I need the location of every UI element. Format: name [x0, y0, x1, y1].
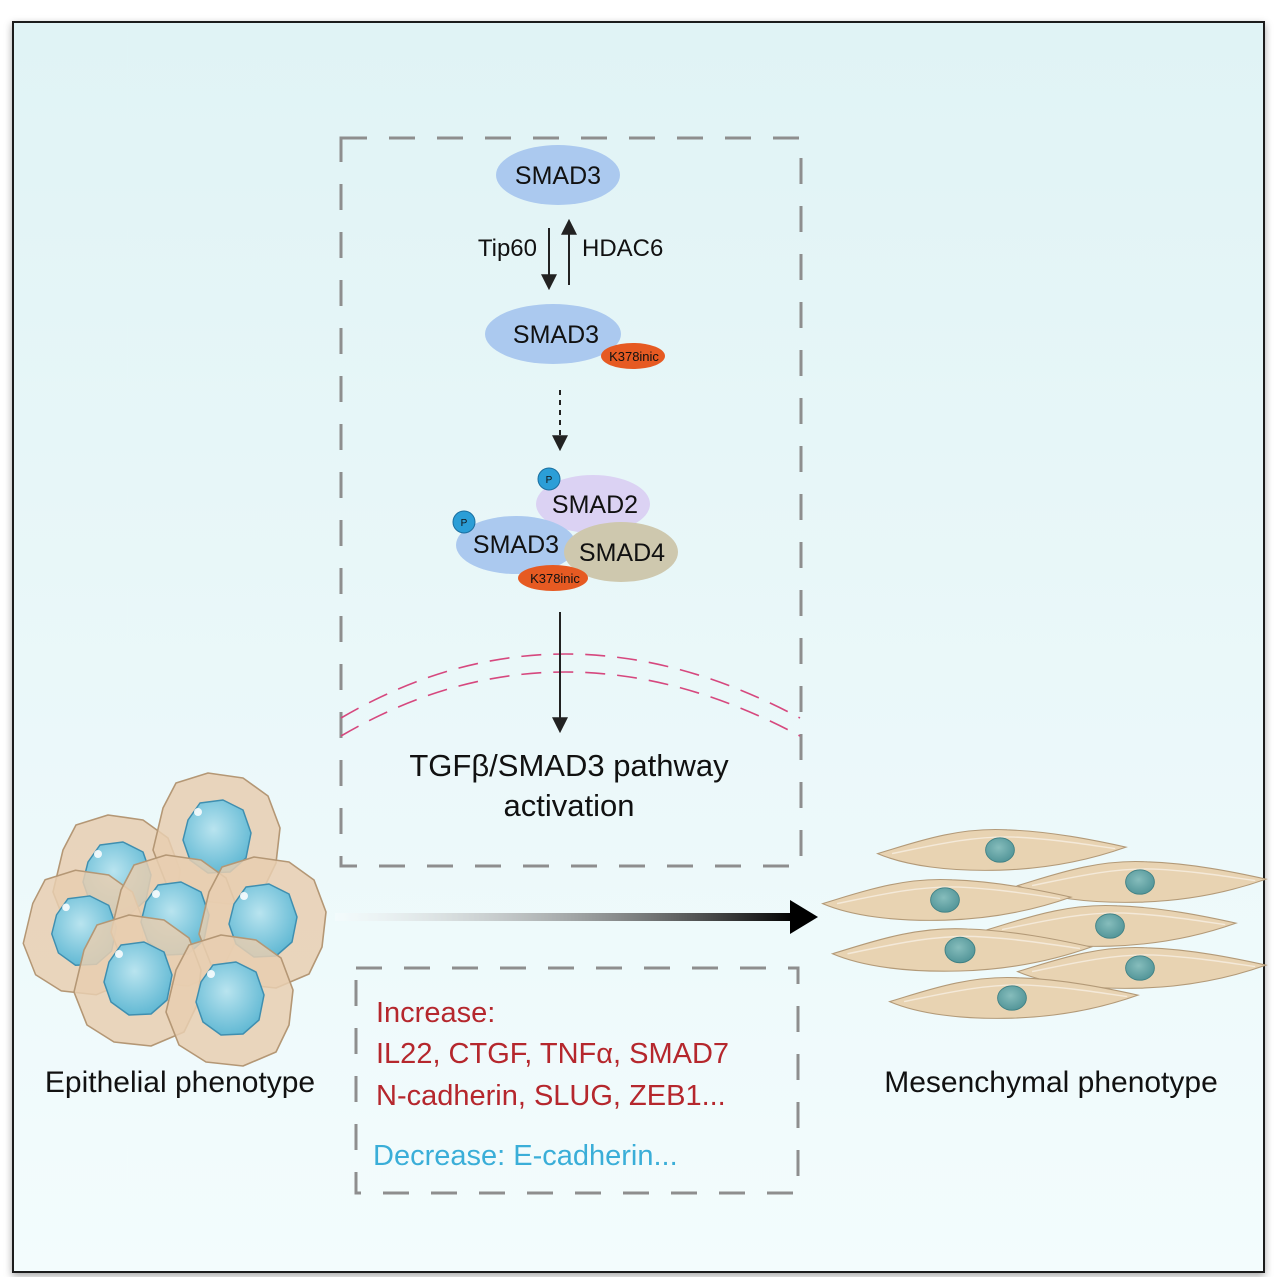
phospho-marker-smad2 — [537, 467, 561, 491]
smad3-acetylated-label: SMAD3 — [513, 321, 599, 349]
increase-markers-line2: N-cadherin, SLUG, ZEB1... — [376, 1080, 726, 1112]
mesenchymal-phenotype-label: Mesenchymal phenotype — [884, 1066, 1218, 1099]
emt-transition-arrowhead — [790, 900, 818, 934]
emt-transition-arrow-shaft — [335, 913, 795, 921]
phospho-label-smad2: P — [546, 475, 553, 486]
k378-modification-tag — [601, 343, 665, 369]
smad3-acetylated-protein — [485, 304, 621, 364]
pathway-dashed-box — [339, 136, 803, 868]
hdac6-label: HDAC6 — [582, 235, 663, 262]
smad3-complex-protein — [456, 516, 576, 574]
phospho-label-smad3: P — [461, 518, 468, 529]
k378-modification-label: K378inic — [609, 349, 659, 364]
smad2-label: SMAD2 — [552, 491, 638, 519]
nuclear-membrane-inner — [340, 671, 801, 737]
epithelial-phenotype-label: Epithelial phenotype — [45, 1066, 315, 1099]
activation-label-line2: activation — [504, 788, 635, 823]
k378-complex-label: K378inic — [530, 571, 580, 586]
smad3-complex-label: SMAD3 — [473, 531, 559, 559]
increase-markers-line1: IL22, CTGF, TNFα, SMAD7 — [376, 1038, 729, 1070]
smad4-protein — [564, 522, 678, 582]
activation-label-line1: TGFβ/SMAD3 pathway — [409, 748, 729, 783]
increase-title: Increase: — [376, 997, 495, 1029]
decrease-markers: Decrease: E-cadherin... — [373, 1140, 678, 1172]
k378-complex-tag — [518, 565, 588, 591]
smad2-protein — [536, 475, 650, 533]
markers-dashed-box — [354, 966, 800, 1195]
nuclear-membrane-outer — [340, 653, 801, 719]
phospho-marker-smad3 — [452, 510, 476, 534]
smad3-protein — [496, 145, 620, 205]
smad3-label: SMAD3 — [515, 162, 601, 190]
smad4-label: SMAD4 — [579, 539, 665, 567]
tip60-label: Tip60 — [478, 235, 537, 262]
